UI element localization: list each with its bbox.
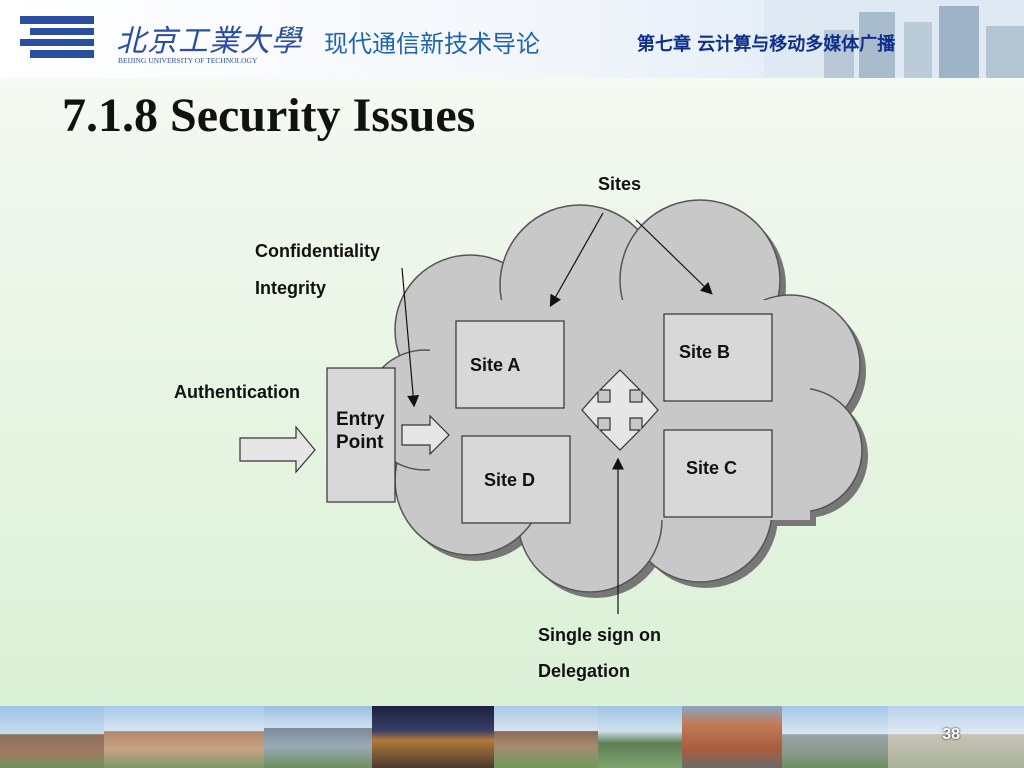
confidentiality-label: Confidentiality — [255, 241, 380, 261]
campus-skyline-image — [764, 0, 1024, 78]
course-title: 现代通信新技术导论 — [324, 30, 540, 58]
university-logo: 北京工業大學 BEIJING UNIVERSITY OF TECHNOLOGY — [20, 10, 301, 66]
logo-english-name: BEIJING UNIVERSITY OF TECHNOLOGY — [118, 56, 258, 65]
campus-photo — [264, 706, 372, 768]
four-way-arrow-icon — [581, 369, 659, 451]
site-d-label: Site D — [484, 470, 535, 490]
page-number: 38 — [942, 726, 960, 743]
chapter-title: 第七章 云计算与移动多媒体广播 — [637, 34, 896, 55]
logo-chinese-name: 北京工業大學 — [116, 24, 302, 59]
site-d-box: Site D — [461, 435, 571, 524]
authentication-label: Authentication — [174, 382, 300, 402]
site-a-label: Site A — [470, 355, 520, 375]
single-sign-on-label: Single sign on — [538, 625, 661, 645]
campus-photo — [888, 706, 1024, 768]
confidentiality-arrow — [401, 267, 420, 408]
slide-title: 7.1.8 Security Issues — [62, 89, 476, 142]
campus-photo — [0, 706, 104, 768]
sites-arrow-to-site-a — [549, 212, 604, 308]
entry-block-arrow-icon — [401, 414, 450, 456]
entry-point-label-line1: Entry — [336, 409, 385, 430]
authentication-block-arrow-icon — [239, 425, 316, 474]
entry-point-label-line2: Point — [336, 432, 384, 453]
site-b-label: Site B — [679, 342, 730, 362]
site-b-box: Site B — [663, 313, 773, 402]
entry-point-box — [326, 367, 396, 503]
campus-photo — [494, 706, 598, 768]
sites-label: Sites — [598, 174, 641, 194]
site-c-label: Site C — [686, 458, 737, 478]
slide-header: 北京工業大學 BEIJING UNIVERSITY OF TECHNOLOGY … — [0, 0, 1024, 78]
campus-photo-strip — [0, 706, 1024, 768]
sites-arrow-to-site-b — [635, 219, 713, 295]
integrity-label: Integrity — [255, 278, 326, 298]
delegation-label: Delegation — [538, 661, 630, 681]
site-a-box: Site A — [455, 320, 565, 409]
campus-photo — [682, 706, 782, 768]
campus-photo — [782, 706, 888, 768]
site-c-box: Site C — [663, 429, 773, 518]
campus-photo — [104, 706, 264, 768]
campus-photo — [598, 706, 682, 768]
campus-photo — [372, 706, 494, 768]
logo-mark-icon — [20, 16, 94, 58]
